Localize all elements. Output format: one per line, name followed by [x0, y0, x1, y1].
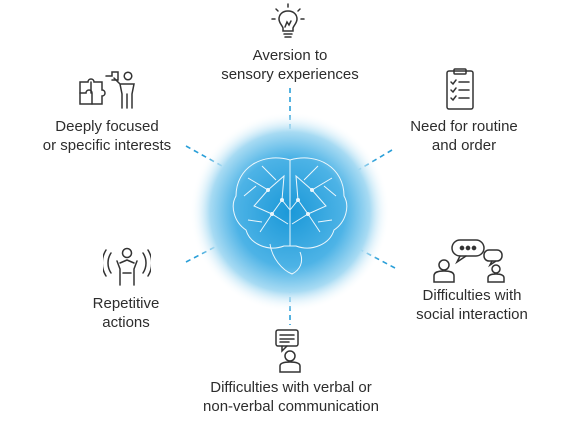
label-interests-line-2: or specific interests	[42, 137, 172, 154]
label-social-line-2: social interaction	[416, 306, 528, 323]
lightbulb-icon	[271, 3, 305, 38]
label-repetitive-line-2: actions	[102, 314, 150, 331]
checklist-icon	[446, 68, 474, 110]
label-routine-line-2: and order	[431, 137, 497, 154]
brain-icon	[232, 157, 348, 275]
label-sensory: Aversion to sensory experiences	[190, 46, 390, 84]
label-repetitive: Repetitive actions	[66, 294, 186, 332]
puzzle-person-icon	[79, 71, 135, 109]
label-routine-line-1: Need for routine	[410, 118, 518, 135]
repetitive-motion-icon	[103, 247, 151, 286]
label-sensory-line-1: Aversion to	[252, 47, 328, 64]
conversation-icon	[433, 239, 505, 283]
label-communication: Difficulties with verbal or non-verbal c…	[166, 378, 416, 416]
label-repetitive-line-1: Repetitive	[92, 295, 160, 312]
label-interests: Deeply focused or specific interests	[24, 117, 190, 155]
speaking-person-icon	[275, 329, 301, 373]
label-communication-line-2: non-verbal communication	[203, 398, 379, 415]
label-routine: Need for routine and order	[380, 117, 548, 155]
label-interests-line-1: Deeply focused	[55, 118, 159, 135]
label-communication-line-1: Difficulties with verbal or	[210, 379, 372, 396]
label-social-line-1: Difficulties with	[422, 287, 522, 304]
label-social: Difficulties with social interaction	[396, 286, 548, 324]
label-sensory-line-2: sensory experiences	[221, 66, 359, 83]
